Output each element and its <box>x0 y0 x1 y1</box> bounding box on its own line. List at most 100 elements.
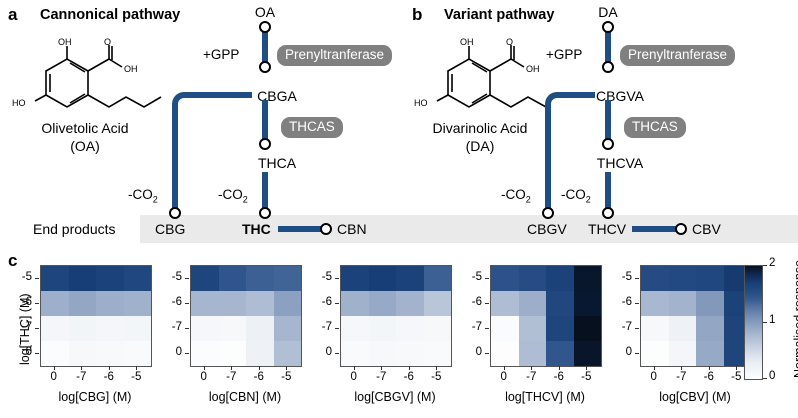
x-tick-label: -6 <box>403 371 414 383</box>
heatmap-grid-1 <box>190 265 302 367</box>
x-tickmark <box>108 366 110 370</box>
node-oa <box>259 21 271 33</box>
heatmap-cell <box>696 341 724 366</box>
y-tickmark <box>335 302 339 304</box>
panel-a-letter: a <box>8 5 18 24</box>
heatmap-grid-0 <box>40 265 152 367</box>
heatmap-cell <box>218 266 246 291</box>
x-tickmark <box>258 366 260 370</box>
end-product-cbn: CBN <box>337 221 367 237</box>
x-tickmark <box>586 366 588 370</box>
heatmap-cell <box>41 316 69 341</box>
heatmap-cell <box>273 341 301 366</box>
cofactor-gpp-a: +GPP <box>203 47 240 62</box>
heatmap-cell <box>68 316 96 341</box>
branch-cbgva-elbow-b <box>545 92 567 122</box>
y-tick-label: -5 <box>471 270 482 283</box>
heatmap-cell <box>218 291 246 316</box>
heatmap-cell <box>191 266 219 291</box>
edge-cbgva-cbgv <box>545 110 551 212</box>
x-tick-label: -5 <box>431 371 442 383</box>
end-product-thcv: THCV <box>588 221 627 237</box>
y-tickmark <box>635 277 639 279</box>
heatmap-cell <box>423 266 451 291</box>
x-tickmark <box>408 366 410 370</box>
structure-label-ho: HO <box>12 98 26 108</box>
colorbar-label: Normalised response <box>792 259 798 378</box>
branch-cbga-elbow-a <box>172 92 224 122</box>
heatmap-cell <box>123 266 151 291</box>
colorbar-tickmark <box>763 265 767 266</box>
heatmap-cell <box>518 266 546 291</box>
heatmap-cell <box>491 341 519 366</box>
branch-cbga-horizontal-a <box>222 92 252 98</box>
y-tickmark <box>635 352 639 354</box>
node-cbn <box>320 223 332 235</box>
heatmap-cell <box>423 316 451 341</box>
y-tickmark <box>35 302 39 304</box>
node-label-thcva: THCVA <box>596 155 644 171</box>
heatmap-cell <box>368 341 396 366</box>
panel-b-title: Variant pathway <box>444 7 555 23</box>
substrate-a-name: Olivetolic Acid <box>41 120 129 136</box>
y-tickmark <box>185 302 189 304</box>
heatmap-cell <box>123 291 151 316</box>
heatmap-cell <box>396 341 424 366</box>
heatmap-grid-3 <box>490 265 602 367</box>
heatmap-cell <box>96 291 124 316</box>
y-tick-label: 0 <box>475 345 482 358</box>
heatmap-cell <box>546 341 574 366</box>
x-tick-label: -7 <box>526 371 537 383</box>
y-tickmark <box>335 352 339 354</box>
x-tickmark <box>558 366 560 370</box>
heatmap-cell <box>273 291 301 316</box>
structure-label-oh-top: OH <box>58 38 72 47</box>
heatmap-cell <box>546 316 574 341</box>
heatmap-cell <box>273 266 301 291</box>
heatmap-cell <box>546 291 574 316</box>
node-cbgv <box>542 207 554 219</box>
x-axis-label: log[CBGV] (M) <box>354 390 436 404</box>
y-tick-label: -6 <box>621 295 632 308</box>
y-axis-label: log[THC] (M) <box>18 293 32 365</box>
x-tickmark <box>53 366 55 370</box>
panel-a-title: Cannonical pathway <box>40 7 181 23</box>
end-products-bar-a <box>140 215 400 243</box>
substrate-a-abbr: (OA) <box>70 137 100 154</box>
x-tickmark <box>531 366 533 370</box>
heatmap-cell <box>123 341 151 366</box>
heatmap-cell <box>423 341 451 366</box>
y-tickmark <box>335 277 339 279</box>
y-tickmark <box>635 327 639 329</box>
y-tick-label: 0 <box>325 345 332 358</box>
x-axis-label: log[CBV] (M) <box>659 390 731 404</box>
heatmap-cell <box>218 341 246 366</box>
x-tickmark <box>136 366 138 370</box>
heatmap-cell <box>341 291 369 316</box>
heatmap-cell <box>696 266 724 291</box>
heatmap-cell <box>68 266 96 291</box>
heatmap-cell <box>96 316 124 341</box>
x-tick-label: -5 <box>731 371 742 383</box>
colorbar-tick-label: 2 <box>769 257 776 269</box>
structure-label-oh-acid: OH <box>124 64 138 74</box>
heatmap-cell <box>246 291 274 316</box>
panel-b-letter: b <box>412 5 423 24</box>
node-label-da: DA <box>598 4 618 20</box>
node-label-cbga: CBGA <box>257 88 297 104</box>
node-label-cbgva: CBGVA <box>596 88 644 104</box>
structure-label-o-double-b: O <box>506 38 513 47</box>
x-tick-label: -5 <box>131 371 142 383</box>
x-tick-label: 0 <box>350 371 357 383</box>
x-tick-label: -6 <box>253 371 264 383</box>
enzyme-thcas-b: THCAS <box>624 117 686 138</box>
y-tick-label: -7 <box>21 320 32 333</box>
olivetolic-acid-structure: OH O OH HO <box>12 38 162 108</box>
heatmap-cell <box>68 341 96 366</box>
panel-c-letter: c <box>8 251 18 270</box>
substrate-a-caption: Olivetolic Acid (OA) <box>5 120 165 155</box>
heatmap-cell <box>696 316 724 341</box>
heatmap-cell <box>641 316 669 341</box>
heatmap-cell <box>641 291 669 316</box>
heatmap-cell <box>191 341 219 366</box>
